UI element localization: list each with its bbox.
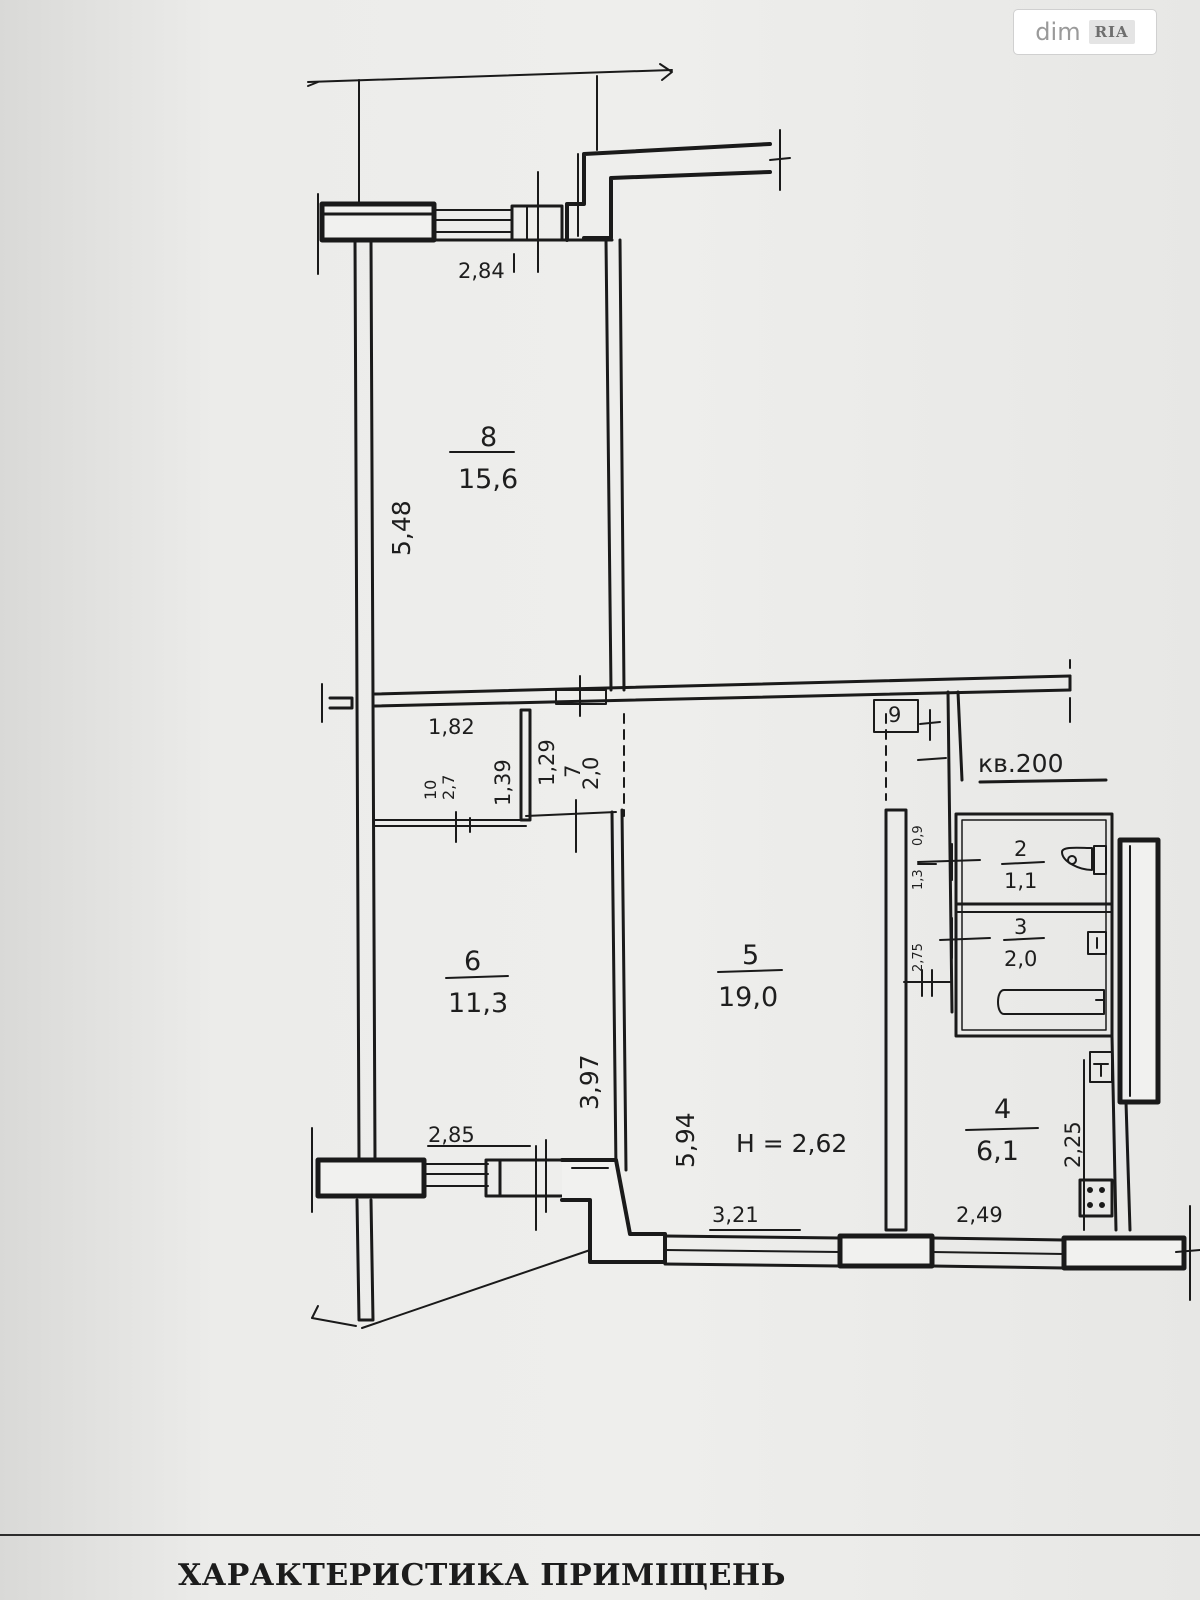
bottom-exterior-wall — [663, 1205, 1200, 1301]
ceiling-height: H = 2,62 — [736, 1129, 847, 1158]
room5-room4-partition — [884, 713, 908, 1232]
footer-title: ХАРАКТЕРИСТИКА ПРИМІЩЕНЬ — [178, 1558, 787, 1593]
apartment-label-underline — [978, 778, 1108, 784]
room5-number: 5 — [742, 940, 759, 971]
bath-dim-b: 1,3 — [911, 869, 926, 890]
closet-a-width: 1,82 — [428, 715, 475, 739]
room2-number: 2 — [1014, 837, 1027, 861]
logo-ria-badge: RIA — [1088, 20, 1135, 44]
left-exterior-wall — [311, 238, 597, 1329]
closet-b-area: 2,0 — [579, 757, 603, 790]
logo-dim-text: dim — [1035, 18, 1081, 46]
room6-length-dim: 3,97 — [575, 1054, 604, 1110]
closet-b-number: 7 — [561, 765, 585, 778]
bottom-stepped-corner — [560, 1158, 667, 1264]
bath-dim-a: 0,9 — [911, 825, 926, 846]
room8-number: 8 — [480, 422, 497, 453]
room3-number: 3 — [1014, 915, 1027, 939]
room2-area: 1,1 — [1004, 869, 1037, 893]
room5-area: 19,0 — [718, 982, 778, 1013]
room5-width-dim: 3,21 — [712, 1203, 759, 1227]
room6-bottom-wall — [311, 1127, 564, 1231]
room4-width-dim: 2,49 — [956, 1203, 1003, 1227]
bathroom-block — [903, 812, 1114, 1038]
apartment-label: кв.200 — [978, 749, 1064, 778]
room8-width-dim: 2,84 — [458, 259, 505, 283]
footer-divider — [0, 1534, 1200, 1536]
bath-dim-c: 2,75 — [911, 943, 926, 972]
room3-area: 2,0 — [1004, 947, 1037, 971]
closet-a-depth: 1,39 — [491, 759, 515, 806]
top-axis-line — [307, 69, 673, 83]
room8-balcony-notch — [565, 129, 791, 242]
closet-a-area: 2,7 — [439, 775, 458, 800]
kitchen-right-wall — [1078, 837, 1161, 1232]
room6-number: 6 — [464, 946, 481, 977]
room4-length-dim: 2,25 — [1061, 1121, 1085, 1168]
room4-number: 4 — [994, 1094, 1011, 1125]
room9-hall — [873, 690, 1108, 1014]
room8-right-wall — [604, 238, 613, 692]
room8-top-wall — [317, 171, 614, 275]
dim-ria-logo[interactable]: dim RIA — [1014, 10, 1156, 54]
room8-area: 15,6 — [458, 464, 518, 495]
room4-area: 6,1 — [976, 1136, 1019, 1167]
room6-area: 11,3 — [448, 988, 508, 1019]
room5-length-dim: 5,94 — [671, 1112, 700, 1168]
closet-b-width: 1,29 — [535, 739, 559, 786]
closet-a-number: 10 — [421, 780, 440, 800]
room6-width-dim: 2,85 — [428, 1123, 475, 1147]
room9-number: 9 — [888, 703, 901, 727]
room8-length-dim: 5,48 — [387, 500, 416, 556]
middle-horizontal-wall — [321, 659, 1072, 723]
closet-walls — [374, 708, 628, 1172]
